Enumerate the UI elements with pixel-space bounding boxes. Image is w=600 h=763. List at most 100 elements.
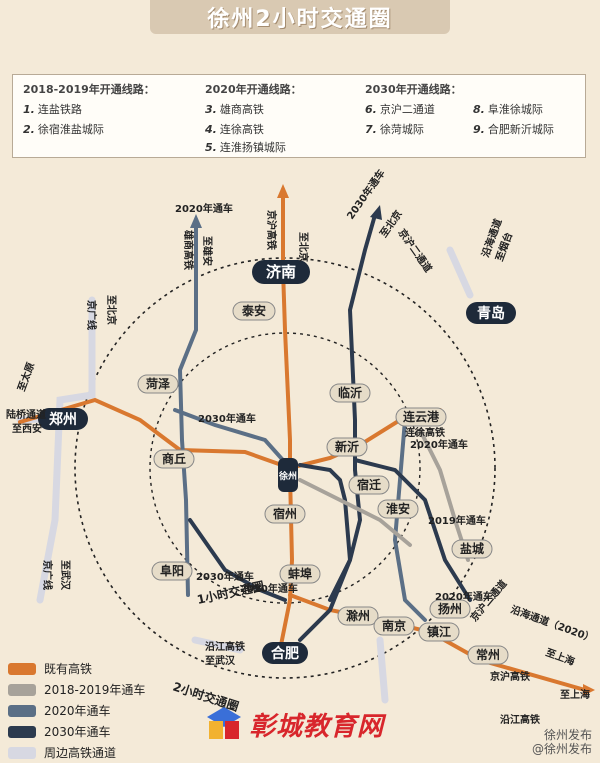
site-watermark: 彰城教育网	[205, 705, 384, 743]
city-label: 青岛	[477, 305, 505, 322]
svg-text:阜阳: 阜阳	[160, 563, 184, 578]
station-shangqiu: 商丘	[153, 449, 195, 469]
legend-swatch	[8, 683, 36, 696]
yanjiang-corridor	[191, 636, 244, 654]
annotation-label: 至北京	[105, 295, 118, 325]
svg-text:滁州: 滁州	[346, 608, 370, 623]
annotation-label: 沿江高铁	[205, 640, 245, 653]
annotation-label: 至太原	[15, 360, 37, 393]
city-badge	[278, 458, 298, 492]
legend-item: 既有高铁	[8, 658, 145, 679]
annotation-label: 2019年通车	[428, 514, 486, 527]
line-item: 8.阜淮徐城际	[473, 103, 543, 116]
arrow-right-icon	[583, 684, 595, 696]
svg-text:常州: 常州	[476, 647, 500, 662]
station-suzhou: 宿州	[264, 504, 306, 524]
line-item: 2.徐宿淮盐城际	[23, 123, 104, 136]
station-linyi: 临沂	[329, 383, 371, 403]
city-label: 徐州	[278, 470, 297, 482]
station-suqian: 宿迁	[348, 475, 390, 495]
annotation-label: 京沪高铁	[490, 670, 530, 683]
city-badge	[262, 642, 308, 664]
station-fuyang: 阜阳	[151, 561, 193, 581]
station-nanjing: 南京	[373, 616, 415, 636]
station-bengbu: 蚌埠	[279, 564, 321, 584]
annotation-label: 2020年通车	[240, 582, 298, 595]
north-arrows	[190, 184, 595, 696]
watermark-text: 彰城教育网	[249, 711, 385, 742]
group-title-2030: 2030年开通线路：	[365, 83, 462, 96]
south-corridor	[376, 636, 389, 704]
legend-swatch	[8, 725, 36, 738]
svg-text:泰安: 泰安	[241, 303, 266, 318]
line-item: 3.雄商高铁	[205, 103, 264, 116]
legend: 既有高铁 2018-2019年通车 2020年通车 2030年通车 周边高铁通道	[8, 658, 145, 763]
svg-text:蚌埠: 蚌埠	[288, 566, 312, 581]
station-heze: 菏泽	[137, 374, 179, 394]
arrow-up-icon	[277, 184, 289, 198]
lianyan-line	[353, 458, 472, 602]
lianhuaiyang-line	[392, 418, 427, 622]
svg-text:连云港: 连云港	[403, 409, 440, 424]
legend-item: 2020年通车	[8, 700, 145, 721]
arrow-up-icon	[190, 214, 202, 228]
fuhuaixu-line	[188, 518, 287, 602]
station-zhenjiang: 镇江	[418, 622, 460, 642]
annotation-label: 2020年通车	[435, 590, 493, 603]
line-item: 9.合肥新沂城际	[473, 123, 554, 136]
annotation-label: 京广线	[85, 300, 98, 330]
line-item: 1.连盐铁路	[23, 103, 82, 116]
station-changzhou: 常州	[467, 645, 509, 665]
weibo-credit: 徐州发布 @徐州发布	[532, 728, 592, 756]
weibo-handle: 徐州发布	[543, 728, 592, 742]
city-label: 郑州	[49, 411, 77, 428]
line-item: 6.京沪二通道	[365, 103, 435, 116]
lines-2020	[173, 223, 427, 622]
group-title-2018: 2018-2019年开通线路：	[23, 83, 155, 96]
svg-text:盐城: 盐城	[460, 541, 484, 556]
svg-text:宿州: 宿州	[273, 506, 297, 521]
annotation-label: 雄商高铁	[182, 229, 195, 270]
arrow-up-icon	[370, 205, 382, 220]
one-hour-ring	[149, 332, 421, 604]
svg-text:镇江: 镇江	[427, 624, 451, 639]
svg-text:新沂: 新沂	[335, 439, 359, 454]
svg-text:菏泽: 菏泽	[146, 376, 170, 391]
xuhe-line	[173, 408, 292, 470]
svg-text:淮安: 淮安	[386, 501, 410, 516]
weibo-sub: @徐州发布	[531, 742, 592, 756]
line-item: 5.连淮扬镇城际	[205, 141, 286, 154]
city-badge	[466, 302, 516, 324]
major-cities: 济南 郑州 青岛 合肥 徐州	[38, 260, 516, 664]
annotation-label: 至上海	[560, 688, 590, 701]
longhai-hsr	[18, 397, 292, 470]
annotation-label: 2030年通车	[198, 412, 256, 425]
legend-item: 2018-2019年通车	[8, 679, 145, 700]
line-item: 4.连徐高铁	[205, 123, 264, 136]
xiongshang-line	[177, 223, 198, 597]
station-huaian: 淮安	[377, 499, 419, 519]
book-logo-icon	[207, 707, 241, 739]
svg-text:南京: 南京	[382, 618, 406, 633]
annotation-label: 2020年通车	[175, 202, 233, 215]
jingguang-corridor	[36, 296, 96, 604]
coastal-corridor	[446, 246, 474, 299]
annotation-label: 沿江高铁	[500, 713, 540, 726]
new-lines-box: 2018-2019年开通线路： 1.连盐铁路 2.徐宿淮盐城际 2020年开通线…	[12, 74, 586, 158]
station-xinyi: 新沂	[326, 437, 368, 457]
station-lianyungang: 连云港	[395, 407, 447, 427]
station-taian: 泰安	[232, 301, 276, 321]
annotation-label: 至西安	[12, 422, 42, 435]
city-label: 济南	[266, 263, 296, 281]
city-badge	[38, 408, 88, 430]
city-label: 合肥	[271, 645, 299, 662]
legend-swatch	[8, 662, 36, 675]
legend-item: 周边高铁通道	[8, 742, 145, 763]
annotation-label: 京广线	[41, 560, 54, 590]
xusuhuaiyan-line	[298, 478, 412, 547]
legend-swatch	[8, 746, 36, 759]
annotation-label: 2020年通车	[410, 438, 468, 451]
rail-map: 济南 郑州 青岛 合肥 徐州 泰安 菏泽 临沂 连云港 新沂 商丘 宿迁 宿州 …	[6, 167, 596, 726]
legend-item: 2030年通车	[8, 721, 145, 742]
svg-text:宿迁: 宿迁	[357, 477, 381, 492]
